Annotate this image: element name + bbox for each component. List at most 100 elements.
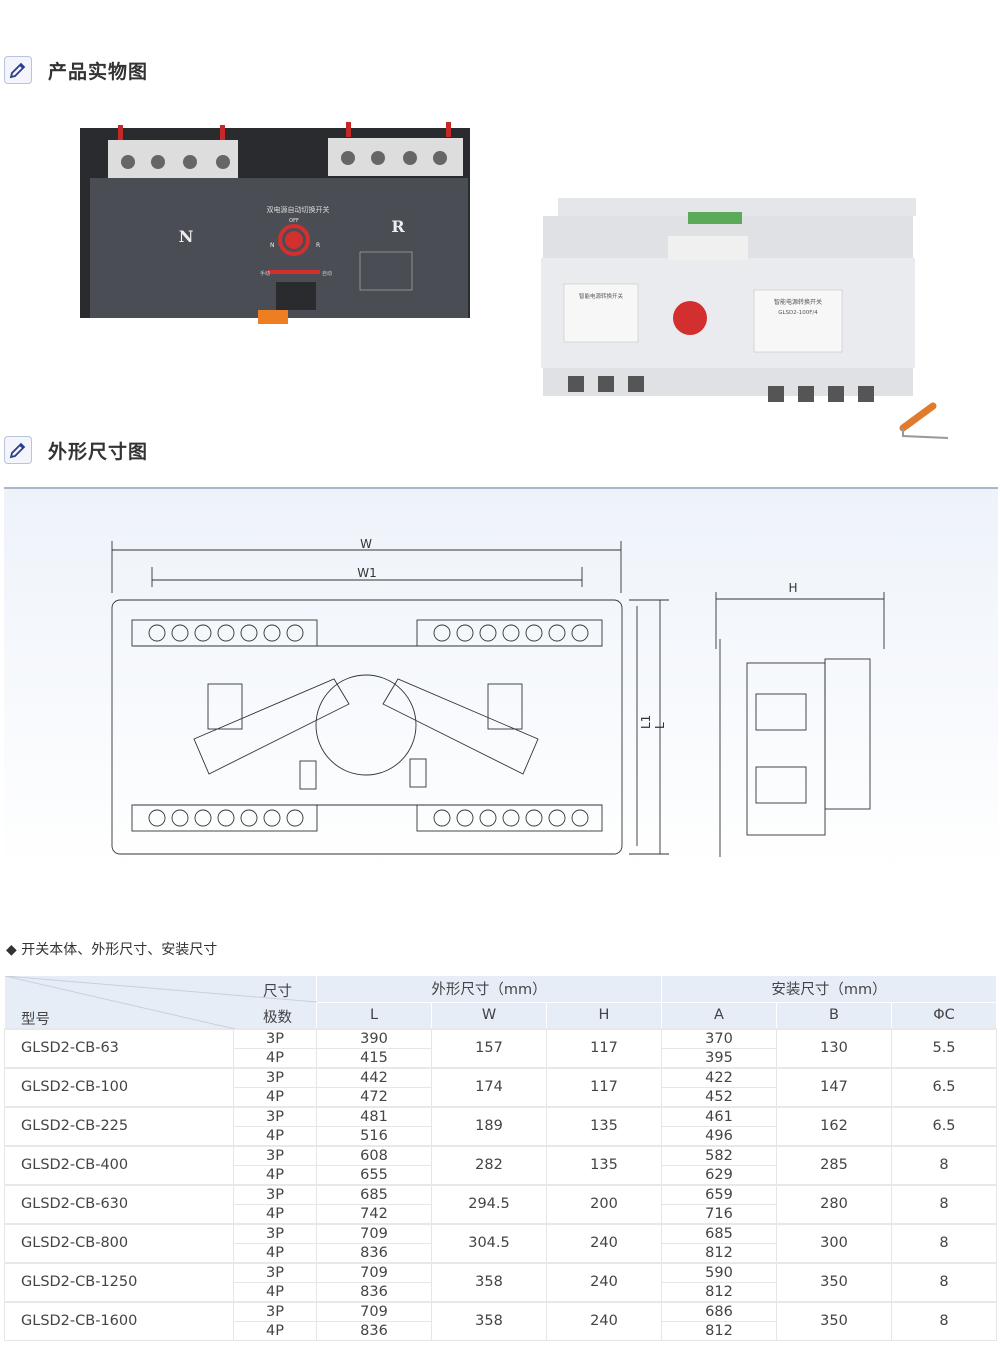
cell-poles: 3P: [233, 1183, 317, 1205]
terminal-screw: [456, 624, 474, 642]
cell-poles: 3P: [233, 1144, 317, 1166]
cell-c: 8: [891, 1183, 997, 1224]
cell-w: 358: [431, 1261, 547, 1302]
cell-poles: 4P: [233, 1125, 317, 1146]
label-r: R: [391, 217, 405, 236]
side-view: H: [715, 581, 885, 857]
cell-poles: 4P: [233, 1281, 317, 1302]
header-outer-dimensions: 外形尺寸（mm）: [316, 975, 662, 1003]
cell-a: 686: [661, 1300, 777, 1322]
terminal-screw: [479, 809, 497, 827]
terminal-screw: [217, 809, 235, 827]
cell-a: 685: [661, 1222, 777, 1244]
product-photo-ats-white: 智能电源转换开关 智能电源转换开关 GLSD2-100F/4: [541, 198, 949, 439]
terminal-screw: [194, 624, 212, 642]
cell-l: 709: [316, 1300, 432, 1322]
header-l: L: [316, 1001, 432, 1029]
cell-b: 280: [776, 1183, 892, 1224]
cell-w: 174: [431, 1066, 547, 1107]
terminal-screw: [548, 809, 566, 827]
cell-h: 240: [546, 1261, 662, 1302]
cell-l: 709: [316, 1261, 432, 1283]
cell-a: 461: [661, 1105, 777, 1127]
label-h: H: [788, 581, 797, 595]
cell-a: 370: [661, 1027, 777, 1049]
cell-poles: 4P: [233, 1086, 317, 1107]
cell-l: 415: [316, 1047, 432, 1068]
cell-b: 350: [776, 1261, 892, 1302]
cell-w: 189: [431, 1105, 547, 1146]
cell-model: GLSD2-CB-400: [4, 1144, 234, 1185]
cell-l: 472: [316, 1086, 432, 1107]
cell-a: 716: [661, 1203, 777, 1224]
terminal-screw: [502, 624, 520, 642]
terminal-screw: [263, 624, 281, 642]
cell-a: 582: [661, 1144, 777, 1166]
terminal-screw: [548, 624, 566, 642]
terminal-screw: [286, 809, 304, 827]
dimension-w1: W1: [151, 566, 583, 587]
dimension-l: L L1: [629, 599, 669, 855]
header-a: A: [661, 1001, 777, 1029]
header-w: W: [431, 1001, 547, 1029]
cell-b: 350: [776, 1300, 892, 1341]
cell-poles: 4P: [233, 1164, 317, 1185]
dimension-drawing: W W1 L L1 H: [4, 487, 998, 872]
manual-label: 手动: [260, 270, 270, 277]
dimension-w: W: [111, 537, 622, 593]
terminal-screw: [433, 809, 451, 827]
cell-h: 117: [546, 1066, 662, 1107]
cell-h: 240: [546, 1300, 662, 1341]
cell-poles: 4P: [233, 1203, 317, 1224]
cell-w: 358: [431, 1300, 547, 1341]
cell-h: 135: [546, 1105, 662, 1146]
terminal-screw: [502, 809, 520, 827]
cell-a: 629: [661, 1164, 777, 1185]
cell-w: 304.5: [431, 1222, 547, 1263]
cell-h: 200: [546, 1183, 662, 1224]
cell-w: 157: [431, 1027, 547, 1068]
cell-poles: 3P: [233, 1222, 317, 1244]
cell-poles: 3P: [233, 1105, 317, 1127]
cell-l: 836: [316, 1281, 432, 1302]
cell-model: GLSD2-CB-1600: [4, 1300, 234, 1341]
cell-a: 395: [661, 1047, 777, 1068]
off-label: OFF: [289, 218, 299, 224]
cell-c: 8: [891, 1300, 997, 1341]
header-h: H: [546, 1001, 662, 1029]
terminal-screw: [240, 624, 258, 642]
cell-b: 130: [776, 1027, 892, 1068]
cell-poles: 4P: [233, 1320, 317, 1341]
pencil-edit-icon: [4, 436, 32, 464]
cell-w: 282: [431, 1144, 547, 1185]
terminal-screw: [171, 624, 189, 642]
header-c: ΦC: [891, 1001, 997, 1029]
cell-model: GLSD2-CB-100: [4, 1066, 234, 1107]
cell-poles: 3P: [233, 1066, 317, 1088]
cell-l: 742: [316, 1203, 432, 1224]
n-on-label: N: [270, 242, 275, 249]
cell-c: 5.5: [891, 1027, 997, 1068]
cell-c: 6.5: [891, 1066, 997, 1107]
cell-model: GLSD2-CB-225: [4, 1105, 234, 1146]
table-caption: ◆ 开关本体、外形尺寸、安装尺寸: [6, 942, 218, 958]
cell-a: 422: [661, 1066, 777, 1088]
cell-a: 812: [661, 1281, 777, 1302]
terminal-screw: [525, 809, 543, 827]
cell-c: 6.5: [891, 1105, 997, 1146]
section-title: 产品实物图: [48, 60, 149, 83]
auto-label: 自动: [322, 270, 332, 277]
selector-knob: [285, 231, 303, 249]
front-outline: [111, 599, 623, 855]
